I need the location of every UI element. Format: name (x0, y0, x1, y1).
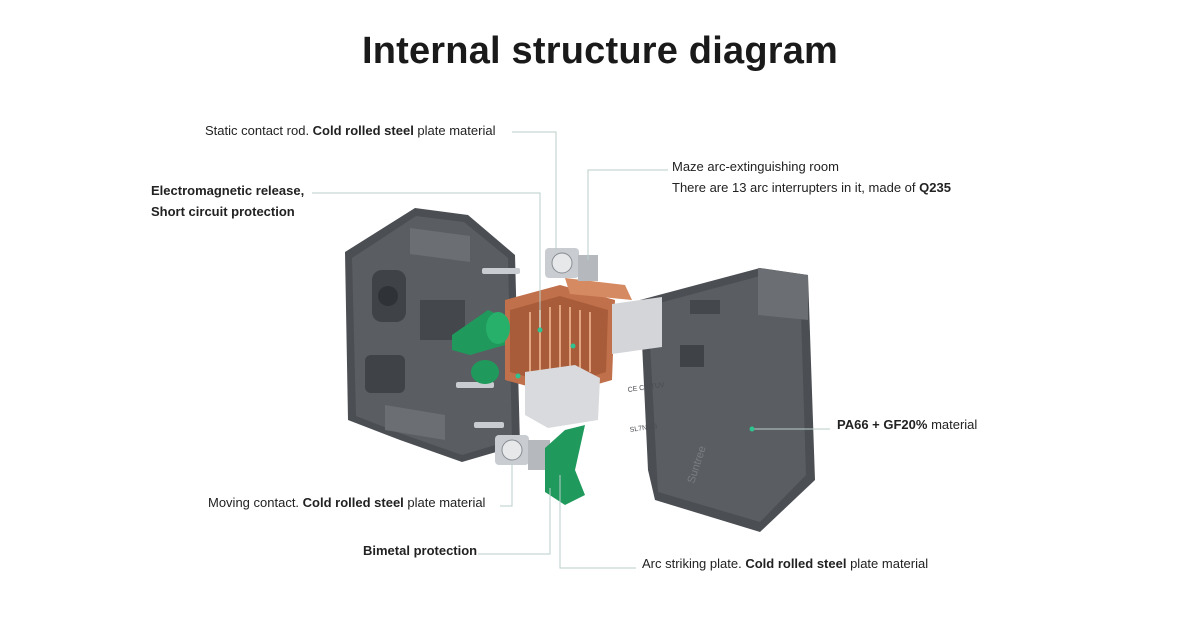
label-electromagnetic-release: Electromagnetic release,Short circuit pr… (151, 183, 305, 219)
leader-lines (312, 131, 830, 569)
green-parts (452, 310, 585, 505)
housing-marking-model: SL7N-63 (629, 423, 657, 434)
page-title: Internal structure diagram (361, 30, 839, 72)
label-arc-striking-plate: Arc striking plate. Cold rolled steel pl… (642, 556, 929, 571)
marker-dots (515, 327, 755, 432)
right-housing-half (612, 268, 815, 532)
terminal-clamps (495, 248, 598, 470)
label-bimetal-protection: Bimetal protection (363, 543, 478, 558)
steel-core-block (525, 365, 600, 428)
copper-arc-chamber (505, 278, 632, 395)
label-housing-material: PA66 + GF20% material (837, 417, 978, 432)
label-static-contact-rod: Static contact rod. Cold rolled steel pl… (205, 123, 496, 138)
label-moving-contact: Moving contact. Cold rolled steel plate … (208, 495, 486, 510)
